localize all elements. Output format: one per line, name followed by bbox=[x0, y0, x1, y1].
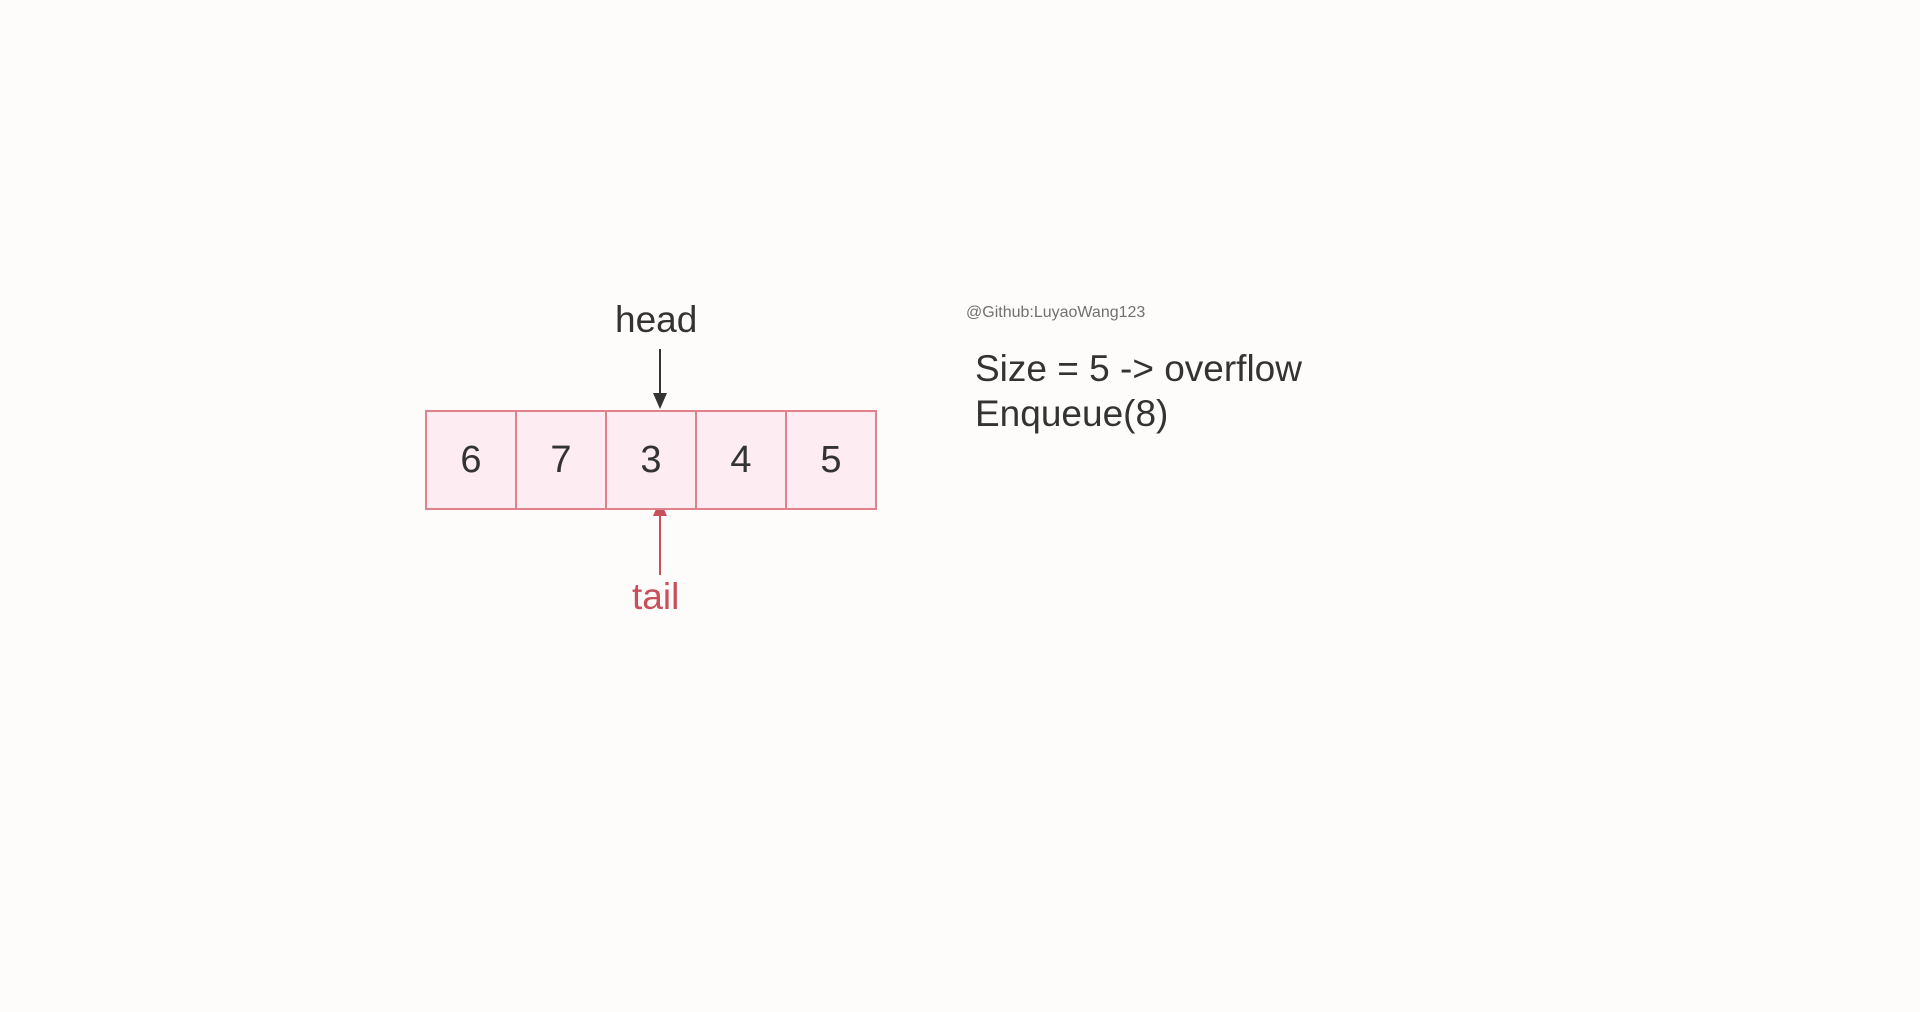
author-watermark: @Github:LuyaoWang123 bbox=[966, 304, 1146, 321]
head-arrow bbox=[653, 349, 667, 409]
queue-cell: 3 bbox=[605, 410, 697, 510]
queue-cell: 7 bbox=[515, 410, 607, 510]
size-overflow-text: Size = 5 -> overflow bbox=[975, 348, 1302, 389]
enqueue-operation-text: Enqueue(8) bbox=[975, 393, 1169, 434]
tail-pointer-label: tail bbox=[632, 576, 680, 617]
queue-cell: 4 bbox=[695, 410, 787, 510]
head-pointer-label: head bbox=[615, 299, 698, 340]
queue-array: 6 7 3 4 5 bbox=[425, 410, 877, 510]
queue-cell: 5 bbox=[785, 410, 877, 510]
tail-arrow bbox=[653, 500, 667, 575]
queue-cell: 6 bbox=[425, 410, 517, 510]
